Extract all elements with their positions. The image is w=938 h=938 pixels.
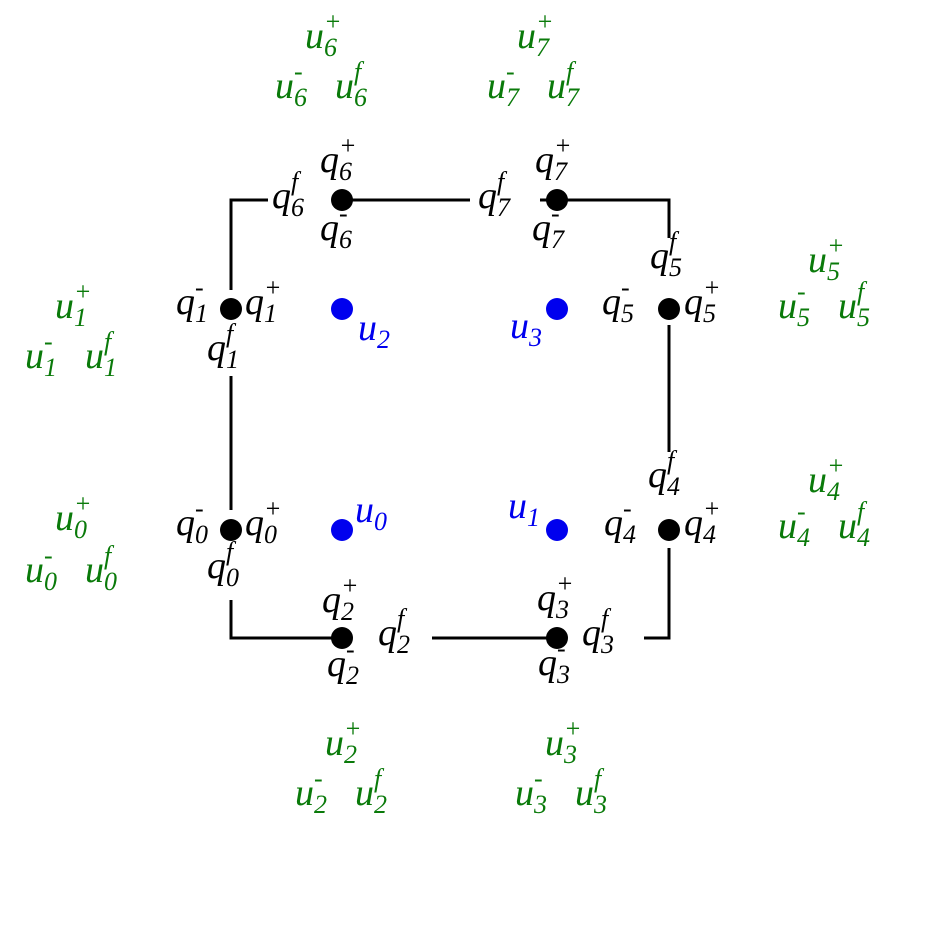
flux-labels: q0- q0+ q0f q1- q1+ q1f q2+ q2- q2f q3+ … [176,131,721,690]
flux-node-5-flux: q5f [650,227,682,282]
flux-point-0 [220,519,242,541]
edge-top-right [540,198,671,238]
neighbor-0-plus: u0+ [55,489,92,544]
flux-point-6 [331,189,353,211]
edge-bottom-right [644,548,671,640]
solution-point-2 [331,298,353,320]
cell-state-label-1: u1 [508,485,540,532]
flux-node-3-flux: q3f [582,604,614,659]
neighbor-state-labels: u0+ u0- u0f u1+ u1- u1f u2+ u2- u2f u3+ … [25,7,870,819]
flux-node-7-flux: q7f [478,167,511,222]
flux-node-1-flux: q1f [207,319,239,374]
flux-points [220,189,680,649]
neighbor-1-minus: u1- [25,327,57,382]
solution-point-1 [546,519,568,541]
flux-node-4-minus: q4- [604,494,636,549]
solution-point-0 [331,519,353,541]
neighbor-6-flux: u6f [335,57,367,112]
flux-node-2-flux: q2f [378,604,410,659]
neighbor-0-flux: u0f [85,541,117,596]
edge-top-left [229,198,268,290]
flux-node-2-minus: q2- [327,635,359,690]
flux-point-1 [220,298,242,320]
flux-node-0-flux: q0f [207,537,239,592]
flux-node-7-minus: q7- [532,199,565,254]
neighbor-4-plus: u4+ [808,451,845,506]
flux-point-4 [658,519,680,541]
neighbor-7-flux: u7f [547,57,580,112]
flux-node-5-minus: q5- [602,273,634,328]
flux-point-3 [546,627,568,649]
neighbor-7-minus: u7- [487,57,520,112]
solution-points [331,298,568,541]
flux-node-4-flux: q4f [648,446,680,501]
flux-node-0-minus: q0- [176,494,208,549]
flux-node-7-plus: q7+ [535,131,572,186]
flux-node-6-minus: q6- [320,199,352,254]
neighbor-2-minus: u2- [295,764,327,819]
neighbor-7-plus: u7+ [517,7,554,62]
cell-state-label-3: u3 [510,305,542,352]
neighbor-3-flux: u3f [575,764,607,819]
flux-node-0-plus: q0+ [245,494,282,549]
flux-node-1-minus: q1- [176,273,208,328]
neighbor-6-minus: u6- [275,57,307,112]
neighbor-5-plus: u5+ [808,231,845,286]
flux-node-4-plus: q4+ [684,494,721,549]
flux-node-3-minus: q3- [538,634,570,689]
flux-node-1-plus: q1+ [245,273,282,328]
neighbor-4-flux: u4f [838,497,870,552]
flux-node-5-plus: q5+ [684,273,721,328]
flux-node-3-plus: q3+ [537,569,574,624]
neighbor-3-plus: u3+ [545,714,582,769]
neighbor-6-plus: u6+ [305,7,342,62]
neighbor-3-minus: u3- [515,764,547,819]
neighbor-2-flux: u2f [355,764,387,819]
flux-point-2 [331,627,353,649]
flux-point-7 [546,189,568,211]
neighbor-5-minus: u5- [778,277,810,332]
flux-node-6-plus: q6+ [320,131,357,186]
flux-point-5 [658,298,680,320]
flux-node-2-plus: q2+ [322,571,359,626]
neighbor-5-flux: u5f [838,277,870,332]
neighbor-1-plus: u1+ [55,277,92,332]
neighbor-2-plus: u2+ [325,714,362,769]
solution-labels: u0 u1 u2 u3 [355,305,542,536]
element-boundary [229,198,671,640]
flux-node-6-flux: q6f [272,167,304,222]
edge-bottom-left [229,600,342,640]
neighbor-0-minus: u0- [25,541,57,596]
neighbor-1-flux: u1f [85,327,117,382]
cell-state-label-0: u0 [355,489,387,536]
solution-point-3 [546,298,568,320]
neighbor-4-minus: u4- [778,497,810,552]
cell-state-label-2: u2 [358,307,390,354]
